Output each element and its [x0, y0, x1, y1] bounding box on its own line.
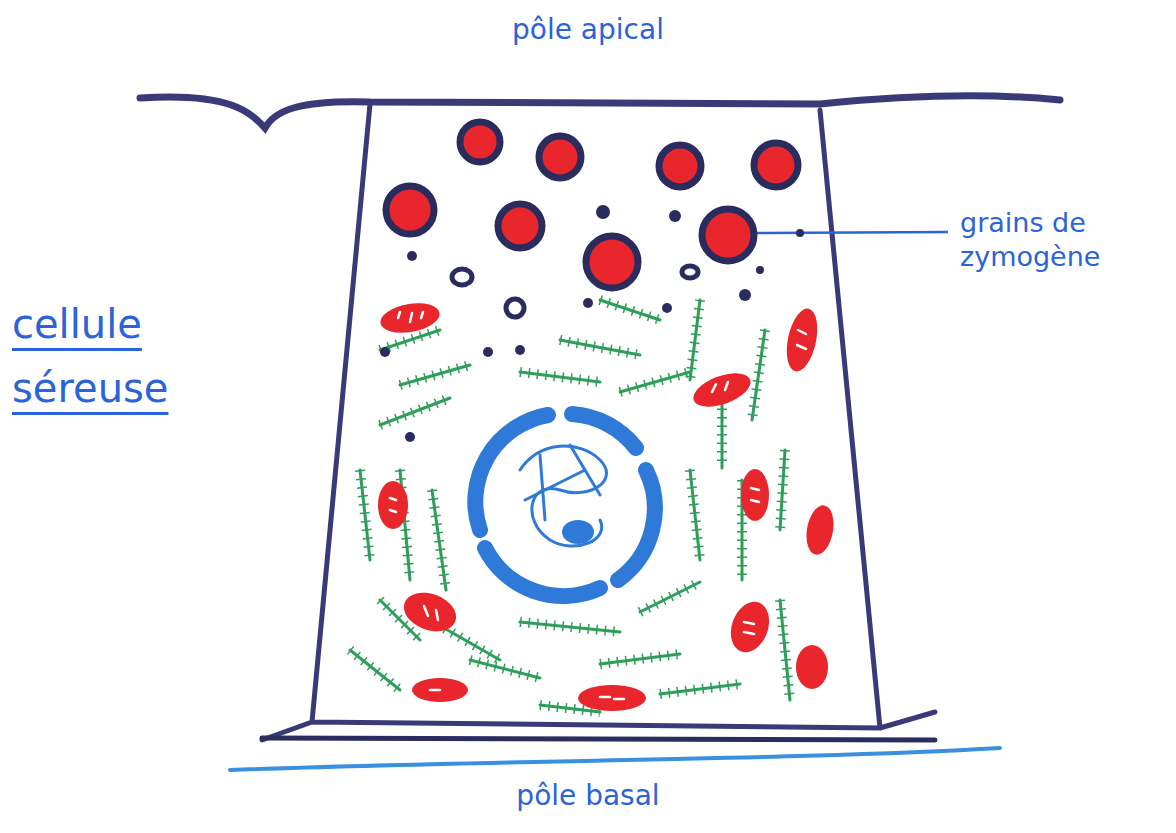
cell-type-label: cellule séreuse [12, 292, 202, 420]
zymogen-granule-label: grains de zymogène [960, 206, 1150, 274]
apical-pole-label: pôle apical [388, 12, 788, 47]
basal-pole-label: pôle basal [388, 778, 788, 813]
